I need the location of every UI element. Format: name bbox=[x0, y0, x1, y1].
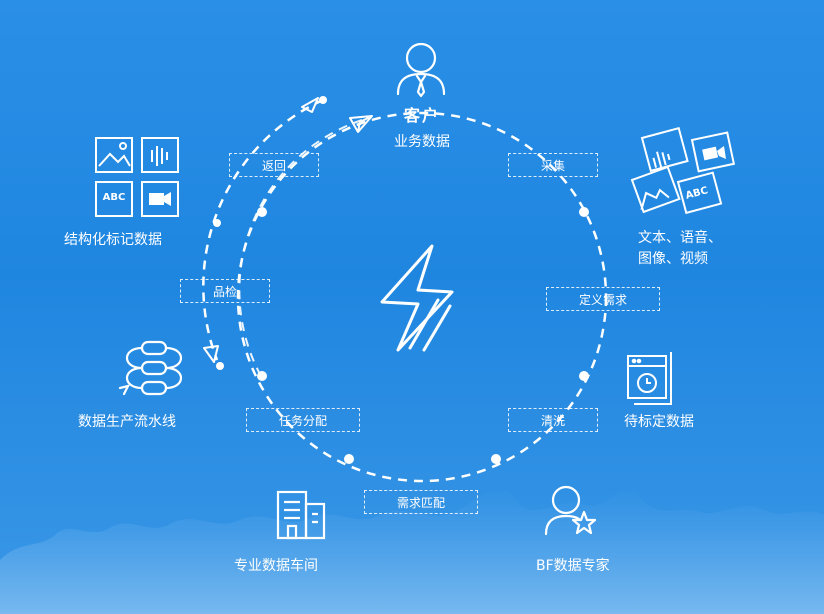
process-cycle-ring bbox=[236, 111, 608, 483]
customer-icon bbox=[396, 42, 446, 98]
paper-plane-icon bbox=[349, 115, 373, 133]
structured-data-icons bbox=[95, 137, 179, 217]
calendar-clock-icon bbox=[627, 352, 672, 405]
expert-icon bbox=[544, 485, 597, 536]
lightning-icon bbox=[380, 244, 454, 352]
expert-label: BF数据专家 bbox=[536, 558, 610, 574]
media-icons bbox=[630, 126, 736, 215]
arrow-head-icon bbox=[301, 97, 319, 113]
return-arc-outer bbox=[202, 98, 324, 361]
customer-title: 客户 bbox=[403, 106, 440, 125]
media-label-line2: 图像、视频 bbox=[638, 251, 708, 267]
step-requirement-matching: 需求匹配 bbox=[364, 490, 478, 514]
step-clean: 清洗 bbox=[508, 408, 598, 432]
down-arrow-icon bbox=[203, 345, 219, 363]
ring-dots bbox=[213, 96, 589, 464]
structured-data-label: 结构化标记数据 bbox=[64, 232, 162, 248]
abc-icon-text: ABC bbox=[102, 192, 126, 203]
media-label-line1: 文本、语音、 bbox=[638, 230, 722, 246]
pipeline-icon bbox=[118, 340, 183, 396]
customer-subtitle: 业务数据 bbox=[394, 134, 450, 150]
step-collect: 采集 bbox=[508, 153, 598, 177]
workshop-label: 专业数据车间 bbox=[234, 558, 318, 574]
crowd-silhouette bbox=[0, 488, 824, 614]
pending-data-label: 待标定数据 bbox=[624, 414, 694, 430]
step-task-assignment: 任务分配 bbox=[246, 408, 360, 432]
step-return: 返回 bbox=[229, 153, 319, 177]
step-define-requirements: 定义需求 bbox=[546, 287, 660, 311]
building-icon bbox=[276, 490, 326, 540]
pipeline-label: 数据生产流水线 bbox=[78, 414, 176, 430]
step-quality-check: 品检 bbox=[180, 279, 270, 303]
